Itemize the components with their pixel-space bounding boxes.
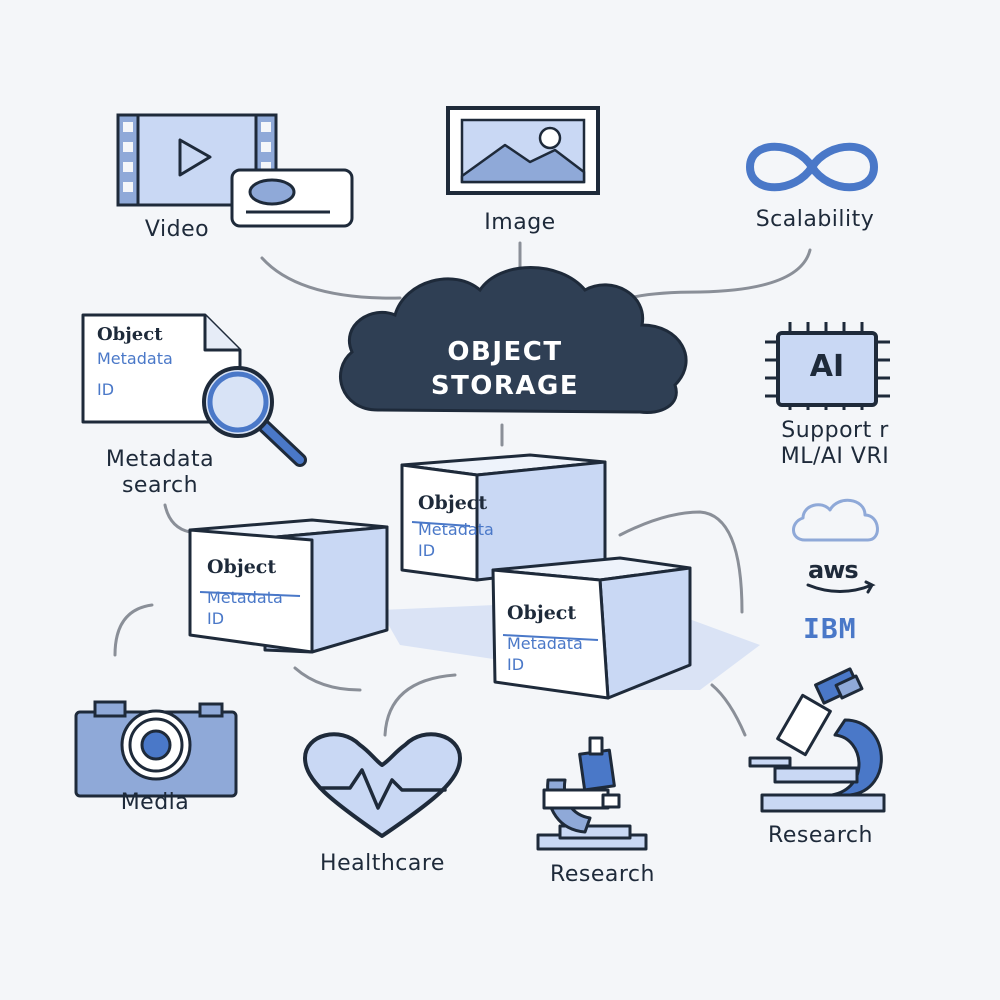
label-support-ml-ai: Support r ML/AI VRI xyxy=(750,418,920,470)
heart-icon xyxy=(303,732,462,838)
magnifier-icon xyxy=(202,366,307,467)
cube-left-id: ID xyxy=(207,609,225,628)
cube-front-title: Object xyxy=(507,602,577,624)
connector-video xyxy=(260,256,402,300)
label-research-right: Research xyxy=(768,823,873,848)
cube-left-metadata: Metadata xyxy=(207,588,283,607)
cube-front-id: ID xyxy=(507,655,525,674)
document-metadata: Metadata xyxy=(97,349,173,368)
ai-chip-label: AI xyxy=(809,349,845,384)
cube-left-title: Object xyxy=(207,556,277,578)
object-cube-front xyxy=(491,556,692,700)
label-metadata-search-line1: Metadata xyxy=(105,447,215,472)
label-support-line1: Support r xyxy=(781,418,889,443)
connector-lines xyxy=(113,241,812,737)
connector-research xyxy=(710,683,747,737)
cube-back-metadata: Metadata xyxy=(418,520,494,539)
label-image: Image xyxy=(484,210,556,235)
cloud-title-line2: STORAGE xyxy=(430,371,580,401)
document-id: ID xyxy=(97,380,115,399)
aws-logo xyxy=(806,580,876,594)
connector-healthcare xyxy=(383,673,457,737)
cloud-title-line1: OBJECT xyxy=(447,337,563,367)
label-metadata-search-line2: search xyxy=(121,473,199,498)
microscope-icon-right xyxy=(748,667,886,813)
label-support-line2: ML/AI VRI xyxy=(780,444,890,469)
aws-logo-text: aws xyxy=(808,556,859,584)
connector-cube-left xyxy=(293,666,362,692)
label-scalability: Scalability xyxy=(755,207,875,232)
label-metadata-search: Metadata search xyxy=(75,447,245,499)
document-icon xyxy=(81,313,242,424)
microscope-icon-center xyxy=(536,736,648,851)
camera-icon xyxy=(74,700,238,798)
cube-back-id: ID xyxy=(418,541,436,560)
label-media: Media xyxy=(120,790,190,815)
connector-search xyxy=(163,503,192,534)
cube-front-metadata: Metadata xyxy=(507,634,583,653)
document-title: Object xyxy=(97,324,163,345)
cloud-title: OBJECT STORAGE xyxy=(400,335,610,403)
connector-right-top xyxy=(618,510,744,614)
cube-front-text: Object Metadata ID xyxy=(507,602,583,674)
cube-left-text: Object Metadata ID xyxy=(207,556,283,628)
object-cube-back xyxy=(400,453,607,582)
connector-scalability xyxy=(615,248,812,304)
connector-media xyxy=(113,603,154,657)
label-healthcare: Healthcare xyxy=(320,851,445,876)
object-cube-left xyxy=(188,518,389,654)
cube-back-text: Object Metadata ID xyxy=(418,492,494,560)
video-icon xyxy=(116,113,354,228)
ibm-logo: IBM xyxy=(803,612,857,645)
document-text: Object Metadata ID xyxy=(97,324,173,399)
ai-chip-icon xyxy=(765,322,890,410)
label-research-center: Research xyxy=(550,862,655,887)
provider-cloud-icon xyxy=(792,499,879,542)
infinity-icon xyxy=(746,142,878,192)
cloud-icon xyxy=(339,266,688,415)
label-video: Video xyxy=(144,217,210,242)
image-icon xyxy=(446,106,600,195)
cube-back-title: Object xyxy=(418,492,488,514)
